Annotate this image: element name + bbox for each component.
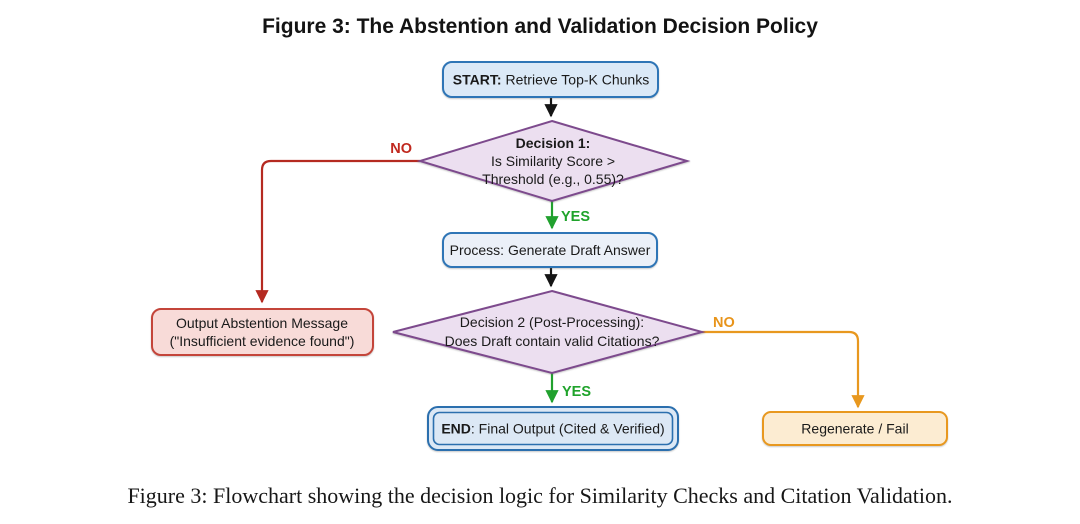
abstention-node: Output Abstention Message ("Insufficient… bbox=[151, 308, 374, 356]
regenerate-node-box bbox=[762, 411, 948, 446]
start-node-box bbox=[442, 61, 659, 98]
decision1-line1: Is Similarity Score > bbox=[491, 153, 615, 169]
decision1-node: Decision 1: Is Similarity Score > Thresh… bbox=[416, 119, 691, 203]
decision2-node: Decision 2 (Post-Processing): Does Draft… bbox=[392, 289, 706, 375]
decision2-diamond bbox=[392, 289, 706, 375]
end-node-inner-box bbox=[432, 411, 674, 446]
end-node: END: Final Output (Cited & Verified) bbox=[427, 406, 679, 451]
end-node-outer-box bbox=[427, 406, 679, 451]
decision1-line2: Threshold (e.g., 0.55)? bbox=[482, 171, 624, 187]
process-node: Process: Generate Draft Answer bbox=[442, 232, 658, 268]
decision2-line1: Decision 2 (Post-Processing): bbox=[460, 314, 644, 330]
abstention-line2: ("Insufficient evidence found") bbox=[170, 333, 355, 349]
decision2-line2: Does Draft contain valid Citations? bbox=[445, 333, 660, 349]
decision1-diamond bbox=[416, 119, 691, 203]
process-node-label: Process: Generate Draft Answer bbox=[450, 242, 651, 258]
arrow-decision1-no bbox=[255, 159, 420, 304]
end-node-label: END: Final Output (Cited & Verified) bbox=[441, 421, 664, 437]
decision2-yes-label: YES bbox=[562, 384, 591, 400]
figure-caption: Figure 3: Flowchart showing the decision… bbox=[127, 483, 953, 508]
start-node-label: START:Retrieve Top-K Chunks bbox=[453, 72, 649, 88]
abstention-line1: Output Abstention Message bbox=[176, 315, 348, 331]
decision1-no-label: NO bbox=[390, 141, 412, 157]
regenerate-node: Regenerate / Fail bbox=[762, 411, 948, 446]
decision1-yes-label: YES bbox=[561, 209, 590, 225]
regenerate-node-label: Regenerate / Fail bbox=[801, 421, 908, 437]
decision2-no-label: NO bbox=[713, 315, 735, 331]
decision1-title: Decision 1: bbox=[516, 135, 591, 151]
abstention-node-box bbox=[151, 308, 374, 356]
process-node-box bbox=[442, 232, 658, 268]
arrow-decision2-no bbox=[702, 330, 865, 409]
figure-title: Figure 3: The Abstention and Validation … bbox=[262, 15, 818, 38]
start-node: START:Retrieve Top-K Chunks bbox=[442, 61, 659, 98]
